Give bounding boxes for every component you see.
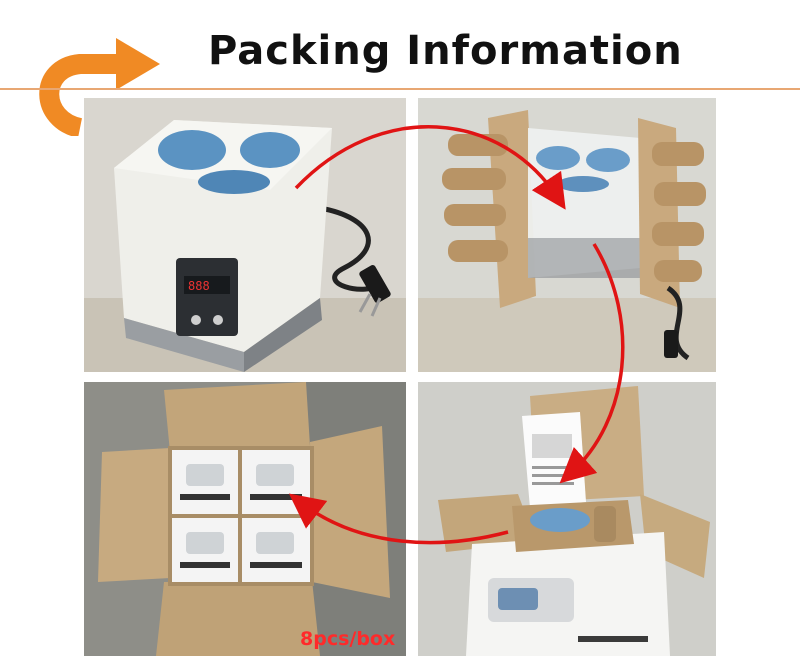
- photo-pulp-packing: [418, 98, 716, 372]
- svg-text:888: 888: [188, 279, 210, 293]
- photo-carton-8-boxes: [84, 382, 406, 656]
- header-divider: [0, 88, 800, 90]
- orange-return-arrow-icon: [39, 38, 160, 136]
- header: Packing Information: [0, 0, 800, 136]
- photo-cleaner-unit: 888: [84, 98, 406, 372]
- page-title: Packing Information: [208, 28, 683, 74]
- single-box-image: [418, 382, 716, 656]
- quantity-caption: 8pcs/box: [300, 628, 396, 650]
- cleaner-unit-image: 888: [84, 98, 406, 372]
- product-boxes: [172, 450, 310, 582]
- photo-single-box: [418, 382, 716, 656]
- carton-image: [84, 382, 406, 656]
- pulp-packing-image: [418, 98, 716, 372]
